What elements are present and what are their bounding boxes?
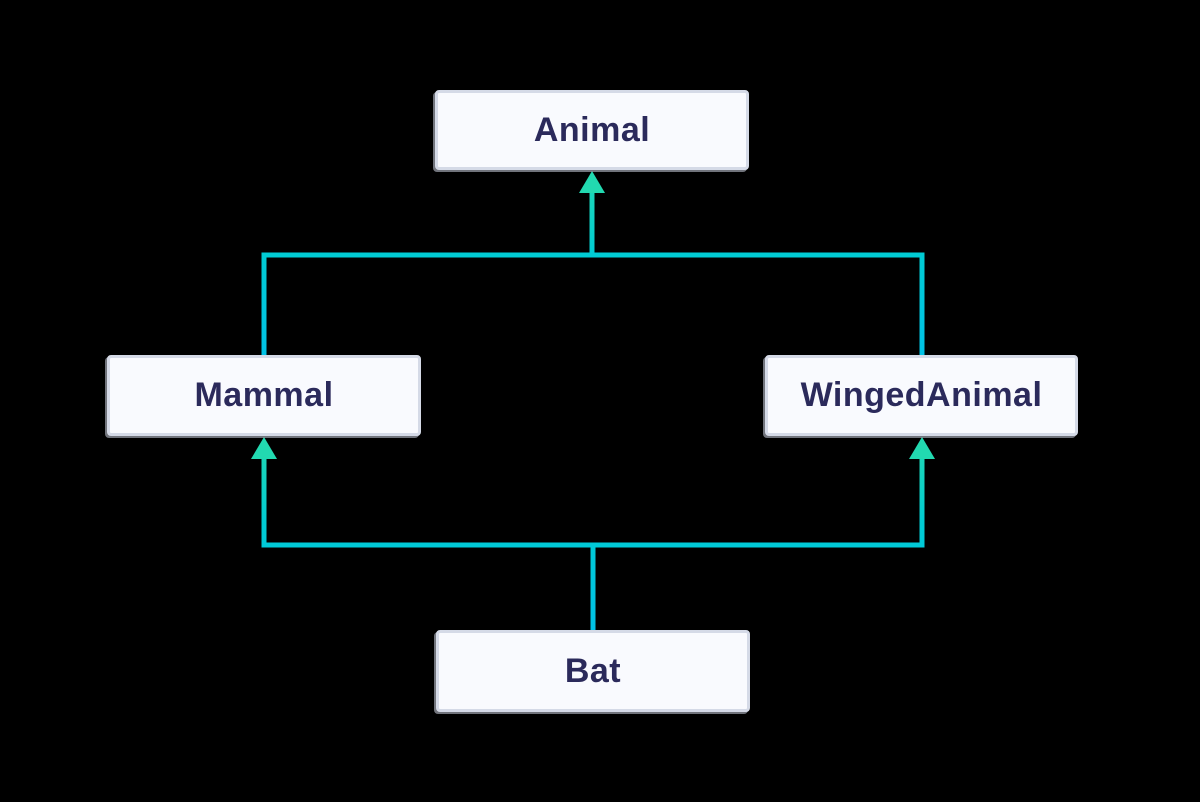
edge-mammal-to-animal [261,192,595,356]
node-animal-label: Animal [533,110,651,149]
node-mammal-label: Mammal [194,376,334,414]
edge-bat-to-wingedanimal [590,458,925,630]
arrowhead-into-mammal-icon [251,437,277,459]
edge-wingedanimal-to-animal [589,192,925,356]
arrowhead-into-wingedanimal-icon [909,437,935,459]
node-bat-label: Bat [564,651,622,690]
node-wingedanimal: WingedAnimal [765,355,1078,436]
node-bat: Bat [436,630,750,712]
edge-bat-to-mammal [261,458,596,630]
node-wingedanimal-label: WingedAnimal [800,376,1043,414]
arrowhead-into-animal-icon [579,171,605,193]
node-animal: Animal [435,90,749,170]
node-mammal: Mammal [107,355,421,436]
